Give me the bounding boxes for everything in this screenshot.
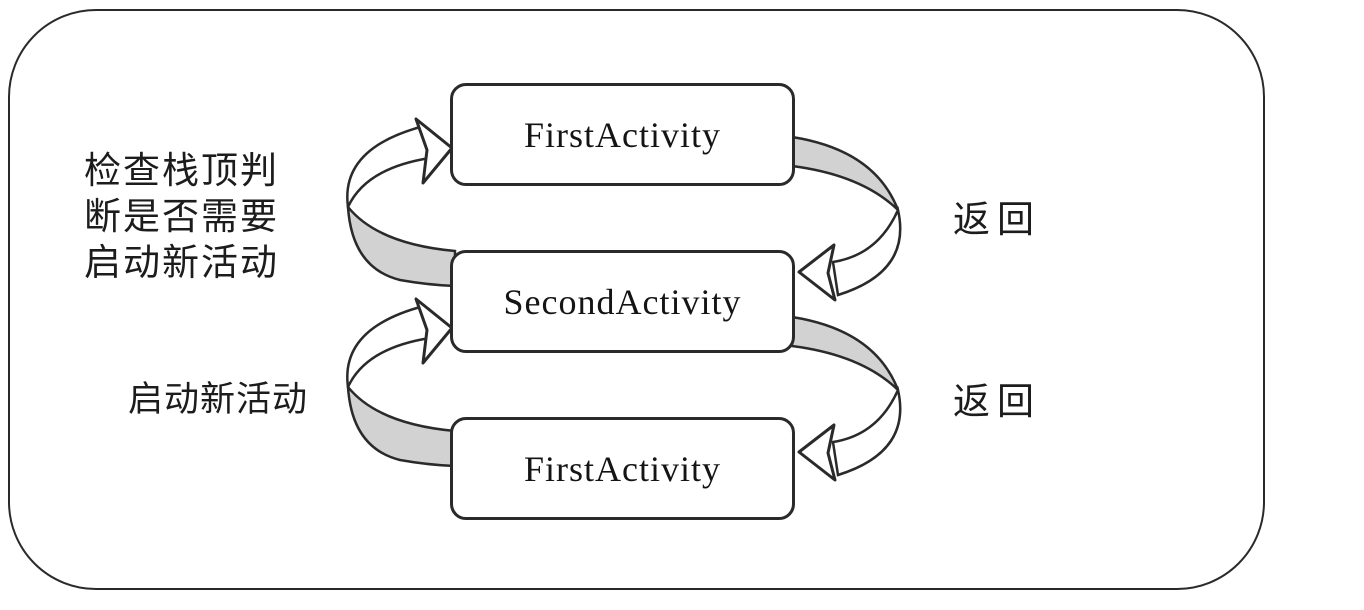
arrow-ribbon-body [831, 386, 902, 477]
outer-rounded-frame [8, 9, 1265, 590]
back-lower-annotation: 返回 [953, 382, 1041, 423]
arrow-ribbon-shade [790, 315, 900, 391]
curved-arrow-check-stack-loop [346, 117, 457, 288]
curved-arrow-back-lower [790, 315, 902, 482]
arrow-head-icon [414, 117, 454, 185]
activity-box-label: FirstActivity [523, 448, 721, 489]
check-stack-line-1: 检查栈顶判 [84, 151, 279, 192]
activity-box-second: SecondActivity [450, 250, 795, 353]
curved-arrow-launch-new [346, 297, 457, 468]
arrow-ribbon-body [346, 124, 432, 212]
arrow-head-icon [414, 297, 454, 365]
launch-new-annotation: 启动新活动 [128, 380, 309, 419]
arrow-ribbon-body [831, 206, 902, 297]
activity-box-label: FirstActivity [523, 114, 721, 155]
activity-box-label: SecondActivity [503, 281, 742, 322]
activity-box-first-top: FirstActivity [450, 83, 795, 186]
curved-arrow-back-upper [790, 135, 902, 302]
check-stack-line-2: 断是否需要 [84, 197, 279, 238]
arrow-head-icon [797, 423, 837, 482]
arrow-ribbon-shade [346, 383, 457, 468]
arrow-ribbon-body [346, 304, 432, 392]
arrow-ribbon-shade [790, 135, 900, 211]
activity-box-first-bottom: FirstActivity [450, 417, 795, 520]
check-stack-annotation: 检查栈顶判 断是否需要 启动新活动 [84, 149, 279, 287]
arrow-head-icon [797, 243, 837, 302]
arrow-ribbon-shade [346, 203, 457, 288]
back-upper-annotation: 返回 [953, 200, 1041, 241]
check-stack-line-3: 启动新活动 [84, 243, 279, 284]
